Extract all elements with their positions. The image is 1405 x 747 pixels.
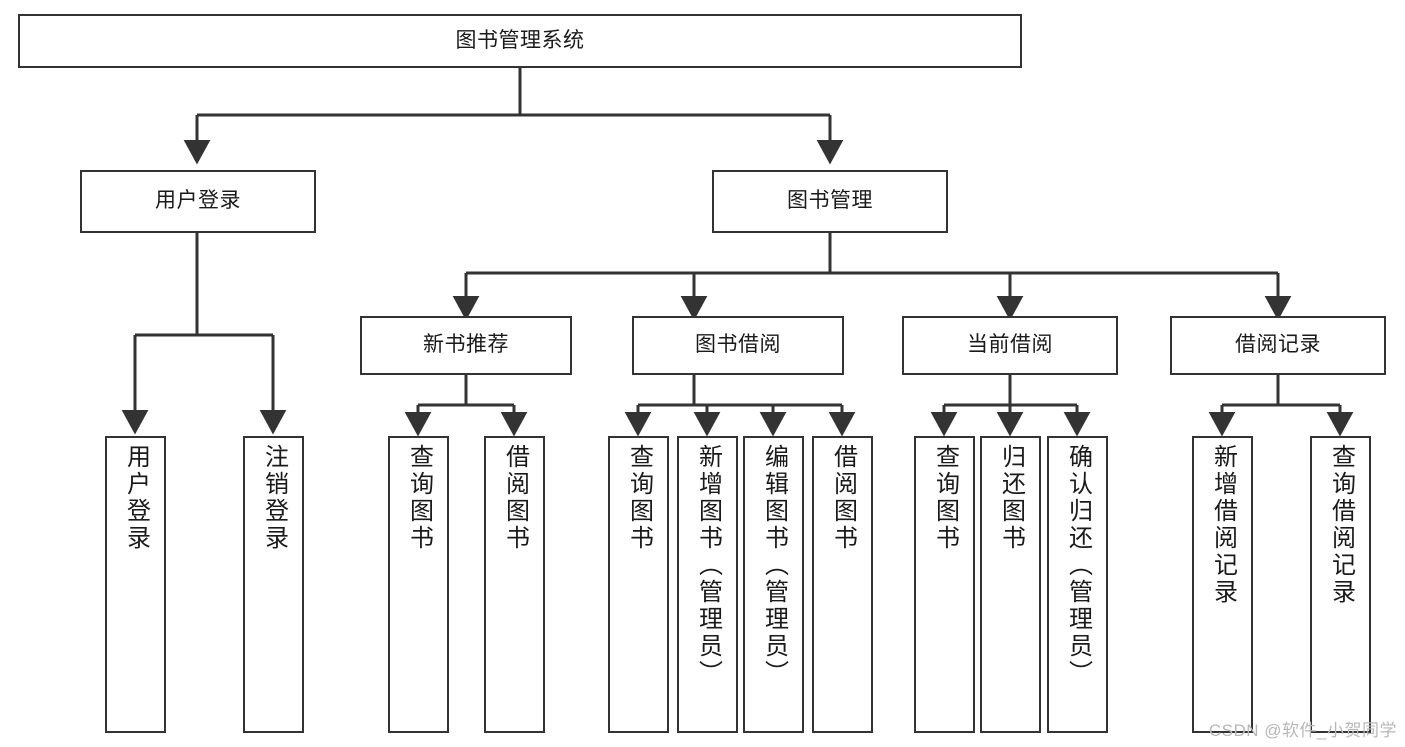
leaf-borrow-query-book[interactable]: 查询图书 bbox=[608, 436, 669, 733]
node-label: 借阅记录 bbox=[1235, 333, 1321, 357]
node-label: 借阅图书 bbox=[829, 444, 857, 552]
node-root-system[interactable]: 图书管理系统 bbox=[18, 14, 1022, 68]
node-label: 编辑图书（管理员） bbox=[760, 444, 788, 687]
leaf-borrow-add-book-admin[interactable]: 新增图书（管理员） bbox=[677, 436, 738, 733]
node-user-login[interactable]: 用户登录 bbox=[80, 170, 316, 233]
node-label: 用户登录 bbox=[155, 189, 241, 213]
node-label: 借阅图书 bbox=[501, 444, 529, 552]
node-label: 用户登录 bbox=[122, 444, 150, 552]
node-label: 查询图书 bbox=[625, 444, 653, 552]
leaf-borrow-edit-book-admin[interactable]: 编辑图书（管理员） bbox=[743, 436, 804, 733]
leaf-recommend-query-book[interactable]: 查询图书 bbox=[388, 436, 449, 733]
node-label: 图书管理 bbox=[787, 189, 873, 213]
node-borrow-record[interactable]: 借阅记录 bbox=[1170, 316, 1386, 375]
leaf-record-query-borrow-record[interactable]: 查询借阅记录 bbox=[1310, 436, 1371, 733]
node-label: 注销登录 bbox=[260, 444, 288, 552]
node-label: 当前借阅 bbox=[967, 333, 1053, 357]
leaf-record-add-borrow-record[interactable]: 新增借阅记录 bbox=[1192, 436, 1253, 733]
node-label: 查询借阅记录 bbox=[1327, 444, 1355, 606]
node-label: 确认归还（管理员） bbox=[1064, 444, 1092, 687]
leaf-recommend-borrow-book[interactable]: 借阅图书 bbox=[484, 436, 545, 733]
node-current-borrow[interactable]: 当前借阅 bbox=[902, 316, 1118, 375]
leaf-borrow-borrow-book[interactable]: 借阅图书 bbox=[812, 436, 873, 733]
node-label: 图书管理系统 bbox=[455, 28, 585, 52]
node-label: 查询图书 bbox=[931, 444, 959, 552]
watermark-text: CSDN @软件_小贺同学 bbox=[1208, 721, 1397, 740]
leaf-current-return-book[interactable]: 归还图书 bbox=[980, 436, 1041, 733]
leaf-current-confirm-return-admin[interactable]: 确认归还（管理员） bbox=[1047, 436, 1108, 733]
node-label: 查询图书 bbox=[405, 444, 433, 552]
node-label: 新增借阅记录 bbox=[1209, 444, 1237, 606]
leaf-user-login[interactable]: 用户登录 bbox=[105, 436, 166, 733]
node-label: 新增图书（管理员） bbox=[694, 444, 722, 687]
node-new-book-recommend[interactable]: 新书推荐 bbox=[360, 316, 572, 375]
leaf-logout-login[interactable]: 注销登录 bbox=[243, 436, 304, 733]
node-label: 归还图书 bbox=[997, 444, 1025, 552]
leaf-current-query-book[interactable]: 查询图书 bbox=[914, 436, 975, 733]
node-book-management[interactable]: 图书管理 bbox=[712, 170, 948, 233]
node-label: 新书推荐 bbox=[423, 333, 509, 357]
node-label: 图书借阅 bbox=[695, 333, 781, 357]
node-book-borrow[interactable]: 图书借阅 bbox=[632, 316, 844, 375]
